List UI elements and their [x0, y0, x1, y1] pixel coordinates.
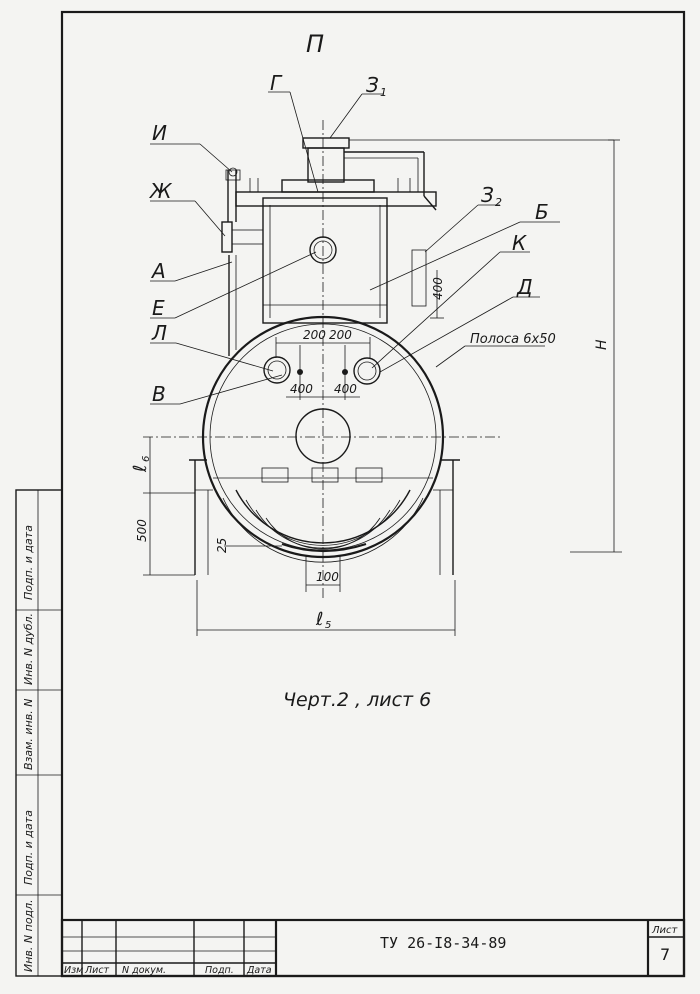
callout-a: А: [150, 259, 166, 283]
callout-e: Е: [152, 296, 165, 320]
view-label: П: [306, 30, 324, 58]
document-code: ТУ 26-I8-34-89: [380, 934, 506, 952]
title-block-header-izm: Изм: [64, 965, 83, 976]
callout-z2: З: [481, 183, 494, 207]
dim-l6: ℓ: [130, 465, 151, 473]
central-manhole: [295, 408, 351, 464]
dim-l5: ℓ: [315, 609, 323, 630]
dim-l6-sub: 6: [141, 456, 152, 462]
callout-i: И: [152, 121, 167, 145]
strip-note: Полоса 6x50: [470, 332, 556, 347]
callout-d: Д: [516, 275, 533, 299]
title-block-header-date: Дата: [246, 965, 272, 976]
side-stamp-field-2: Инв. N дубл.: [22, 613, 35, 685]
callout-z1: З: [366, 73, 379, 97]
drawing-caption: Черт.2 , лист 6: [283, 689, 431, 711]
dim-200-left: 200: [303, 328, 326, 342]
callout-v: В: [152, 382, 166, 406]
callout-z2-sub: 2: [495, 196, 502, 209]
title-block-header-doc: N докум.: [122, 965, 166, 976]
dim-h: Н: [594, 339, 610, 350]
dim-100: 100: [316, 570, 339, 584]
title-block-header-list: Лист: [84, 965, 110, 976]
vessel-drawing: [143, 120, 614, 600]
callout-zh: Ж: [148, 179, 173, 203]
side-stamp: Подп. и дата Инв. N дубл. Взам. инв. N П…: [15, 489, 63, 977]
title-block-header-sign: Подп.: [205, 965, 234, 976]
dim-400-right: 400: [334, 382, 357, 396]
dim-500: 500: [135, 519, 149, 542]
side-stamp-field-5: Инв. N подл.: [22, 899, 35, 972]
sheet-label: Лист: [651, 925, 679, 936]
dim-l5-sub: 5: [325, 620, 331, 631]
drawing-frame: [60, 10, 686, 978]
callout-leaders: [150, 91, 560, 405]
callout-g: Г: [270, 71, 283, 95]
side-stamp-field-3: Взам. инв. N: [22, 699, 35, 770]
callout-l: Л: [151, 321, 167, 345]
dim-400-vertical: 400: [431, 277, 445, 300]
drawing-labels: П Г З 1 И Ж З 2 Б К А Д Е Л В Полоса 6x5…: [130, 30, 610, 711]
sheet-number: 7: [660, 945, 670, 964]
dim-400-left: 400: [290, 382, 313, 396]
side-stamp-field-1: Подп. и дата: [22, 525, 35, 600]
callout-z1-sub: 1: [380, 86, 387, 99]
dome: [262, 197, 388, 324]
callout-k: К: [512, 231, 527, 255]
dim-25: 25: [215, 538, 229, 553]
title-block: Изм Лист N докум. Подп. Дата ТУ 26-I8-34…: [60, 918, 686, 978]
callout-b: Б: [535, 200, 549, 224]
dimension-lines: [143, 139, 622, 636]
side-stamp-field-4: Подп. и дата: [22, 810, 35, 885]
dim-200-right: 200: [329, 328, 352, 342]
